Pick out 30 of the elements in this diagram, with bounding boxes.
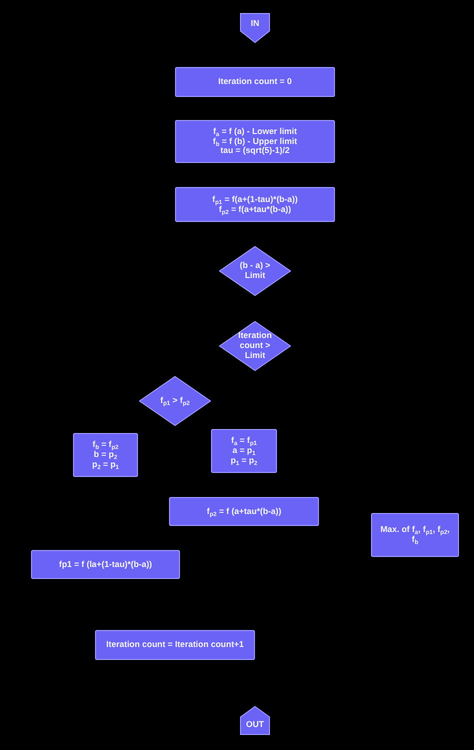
formula-text: Iteration count = Iteration count+1 [106,640,244,650]
condition-text: f$_{p1}$ > f$_{p2}$ [160,396,190,406]
process-box [211,429,277,473]
formula-text: Iteration count = 0 [218,77,292,87]
formula-text: b = p$_{2}$ [94,450,118,460]
formula-text: fp1 = f (la+(1-tau)*(b-a)) [58,560,152,570]
output-box [371,513,459,557]
condition-text: Iteration count > Limit [237,331,273,361]
formula-text: f$_{p1}$ = f(a+(1-tau)*(b-a)) [212,194,298,204]
terminal-label: IN [250,19,260,29]
formula-text: f$_{p2}$ = f (a+tau*(b-a)) [206,506,282,516]
formula-text: f$_{a}$ = f$_{p1}$ [231,436,257,446]
process-box [31,550,180,579]
process-box [175,187,335,222]
process-box [175,67,335,97]
terminal-label: OUT [246,720,264,730]
formula-text: a = p$_{1}$ [232,446,256,456]
formula-text: f$_{a}$ = f (a) - Lower limit [213,126,297,137]
process-box [169,497,319,526]
formula-text: f$_{p2}$ = f(a+tau*(b-a)) [218,204,292,214]
process-box [175,120,335,163]
formula-text: f$_{b}$ = f (b) - Upper limit [212,136,298,146]
process-box [95,630,255,660]
formula-text: Max. of f$_{a}$, f$_{p1}$, f$_{p2}$, f$_{b}$ [379,525,451,545]
process-box [73,433,138,477]
formula-text: p$_{1}$ = p$_{2}$ [230,456,258,466]
formula-text: p$_{2}$ = p$_{1}$ [92,460,119,470]
formula-text: tau = (sqrt(5)-1)/2 [220,146,290,156]
condition-text: (b - a) > Limit [238,261,272,281]
formula-text: f$_{b}$ = f$_{p2}$ [92,440,119,450]
